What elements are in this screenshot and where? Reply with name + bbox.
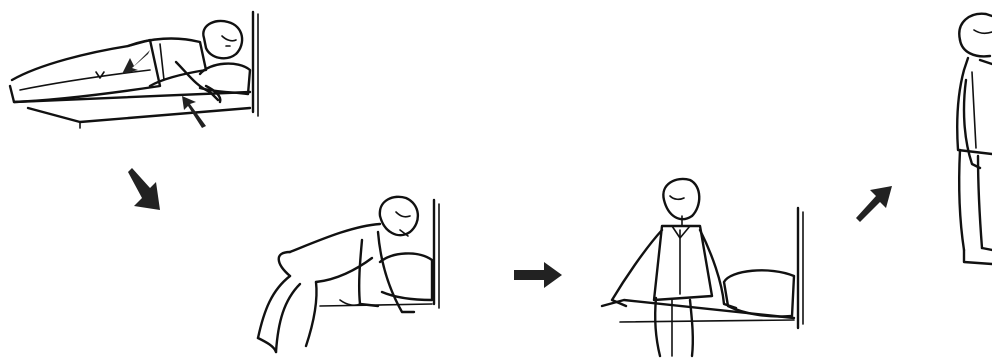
step-pushing-up-illustration	[258, 197, 439, 352]
step-sitting-illustration	[602, 179, 803, 356]
step-standing-illustration	[957, 14, 992, 264]
arrow-right-icon	[514, 262, 562, 288]
arrow-up-right-icon	[856, 186, 892, 222]
step-lying-illustration	[10, 12, 258, 128]
arrow-down-right-icon	[128, 168, 160, 210]
